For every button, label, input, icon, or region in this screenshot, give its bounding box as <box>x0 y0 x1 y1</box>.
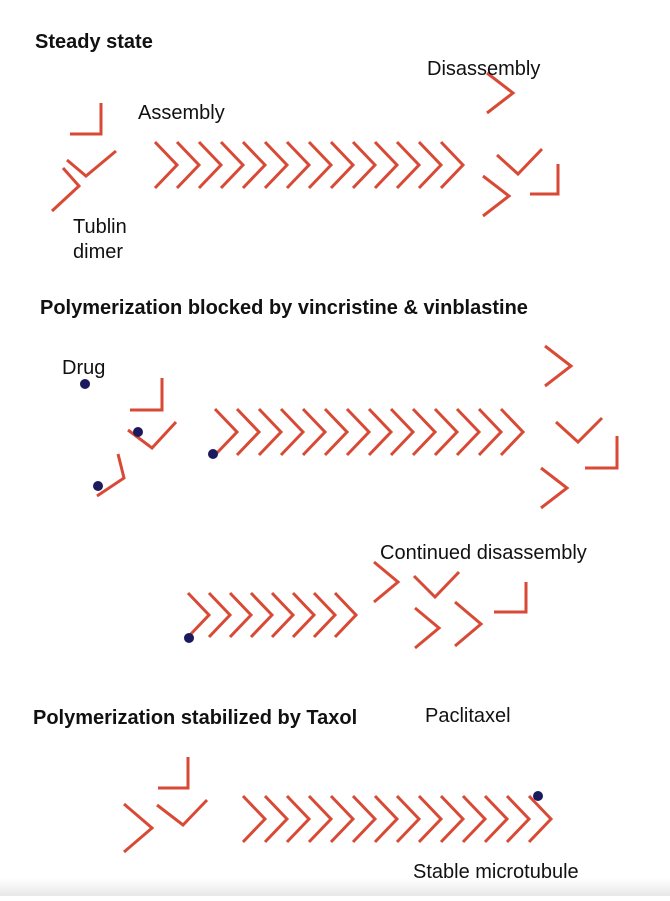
dissociating-dimer-icon <box>530 164 560 196</box>
microtubule-steady-chevron <box>417 140 444 190</box>
dissociating-dimer-icon <box>373 560 401 604</box>
microtubule-steady-chevron <box>241 140 268 190</box>
microtubule-shortening-chevron <box>249 591 275 639</box>
tubulin-dimer-label: Tublin dimer <box>73 216 127 263</box>
microtubule-stable-chevron <box>241 794 268 844</box>
microtubule-shortening-chevron <box>186 591 212 639</box>
microtubule-stable-chevron <box>483 794 510 844</box>
microtubule-stable-chevron <box>505 794 532 844</box>
microtubule-steady-chevron <box>373 140 400 190</box>
microtubule-steady-chevron <box>395 140 422 190</box>
tubulin-dimer-icon <box>130 378 164 412</box>
microtubule-stable-chevron <box>307 794 334 844</box>
stabilized-section-title: Polymerization stabilized by Taxol <box>33 707 358 729</box>
dissociating-dimer-icon <box>494 582 528 614</box>
microtubule-shortening-chevron <box>207 591 233 639</box>
microtubule-steady-chevron <box>175 140 202 190</box>
microtubule-stable-chevron <box>329 794 356 844</box>
dissociating-dimer-icon <box>414 606 442 650</box>
microtubule-steady-chevron <box>153 140 180 190</box>
microtubule-steady-chevron <box>197 140 224 190</box>
tubulin-dimer-icon <box>70 103 103 136</box>
microtubule-blocked-chevron <box>477 407 504 457</box>
paclitaxel-label: Paclitaxel <box>425 705 511 727</box>
microtubule-stable-chevron <box>395 794 422 844</box>
microtubule-stable-chevron <box>373 794 400 844</box>
microtubule-blocked-chevron <box>235 407 262 457</box>
microtubule-steady-chevron <box>263 140 290 190</box>
tubulin-dimer-icon <box>158 757 190 790</box>
microtubule-stable-chevron <box>285 794 312 844</box>
drug-molecule-icon <box>80 379 90 389</box>
drug-molecule-icon <box>93 481 103 491</box>
microtubule-stable-chevron <box>439 794 466 844</box>
tubulin-dimer-icon <box>50 167 82 213</box>
microtubule-steady-chevron <box>285 140 312 190</box>
stable-microtubule-label: Stable microtubule <box>413 861 579 883</box>
microtubule-shortening-chevron <box>291 591 317 639</box>
continued-disassembly-label: Continued disassembly <box>380 542 587 564</box>
microtubule-stable-chevron <box>527 794 554 844</box>
steady-state-title: Steady state <box>35 31 153 53</box>
microtubule-blocked-chevron <box>411 407 438 457</box>
microtubule-stable-chevron <box>417 794 444 844</box>
microtubule-blocked-chevron <box>213 407 240 457</box>
disassembly-label: Disassembly <box>427 58 541 80</box>
microtubule-blocked-chevron <box>279 407 306 457</box>
dissociating-dimer-icon <box>482 174 512 218</box>
microtubule-blocked-chevron <box>433 407 460 457</box>
microtubule-stable-chevron <box>351 794 378 844</box>
drug-molecule-icon <box>533 791 543 801</box>
microtubule-shortening-chevron <box>333 591 359 639</box>
microtubule-blocked-chevron <box>367 407 394 457</box>
microtubule-steady-chevron <box>219 140 246 190</box>
drug-molecule-icon <box>133 427 143 437</box>
tubulin-dimer-icon <box>96 453 126 498</box>
microtubule-shortening-chevron <box>228 591 254 639</box>
microtubule-stable-chevron <box>461 794 488 844</box>
microtubule-blocked-chevron <box>455 407 482 457</box>
dissociating-dimer-icon <box>544 344 574 388</box>
microtubule-blocked-chevron <box>323 407 350 457</box>
bottom-edge-shadow <box>0 878 670 896</box>
microtubule-blocked-chevron <box>345 407 372 457</box>
dissociating-dimer-icon <box>554 416 604 445</box>
drug-molecule-icon <box>208 449 218 459</box>
drug-molecule-icon <box>184 633 194 643</box>
tubulin-dimer-icon <box>156 798 209 828</box>
dissociating-dimer-icon <box>412 570 461 600</box>
dissociating-dimer-icon <box>486 71 516 115</box>
microtubule-shortening-chevron <box>312 591 338 639</box>
microtubule-shortening-chevron <box>270 591 296 639</box>
microtubule-steady-chevron <box>351 140 378 190</box>
assembly-label: Assembly <box>138 102 225 124</box>
dissociating-dimer-icon <box>540 466 570 510</box>
drug-label: Drug <box>62 357 106 379</box>
microtubule-blocked-chevron <box>499 407 526 457</box>
microtubule-blocked-chevron <box>389 407 416 457</box>
dissociating-dimer-icon <box>585 436 619 470</box>
blocked-section-title: Polymerization blocked by vincristine & … <box>40 297 528 319</box>
microtubule-blocked-chevron <box>301 407 328 457</box>
dissociating-dimer-icon <box>454 600 484 648</box>
tubulin-dimer-icon <box>123 802 155 854</box>
dissociating-dimer-icon <box>495 147 544 177</box>
microtubule-steady-chevron <box>439 140 466 190</box>
microtubule-stable-chevron <box>263 794 290 844</box>
microtubule-blocked-chevron <box>257 407 284 457</box>
tubulin-dimer-icon <box>66 149 117 178</box>
microtubule-steady-chevron <box>307 140 334 190</box>
microtubule-steady-chevron <box>329 140 356 190</box>
